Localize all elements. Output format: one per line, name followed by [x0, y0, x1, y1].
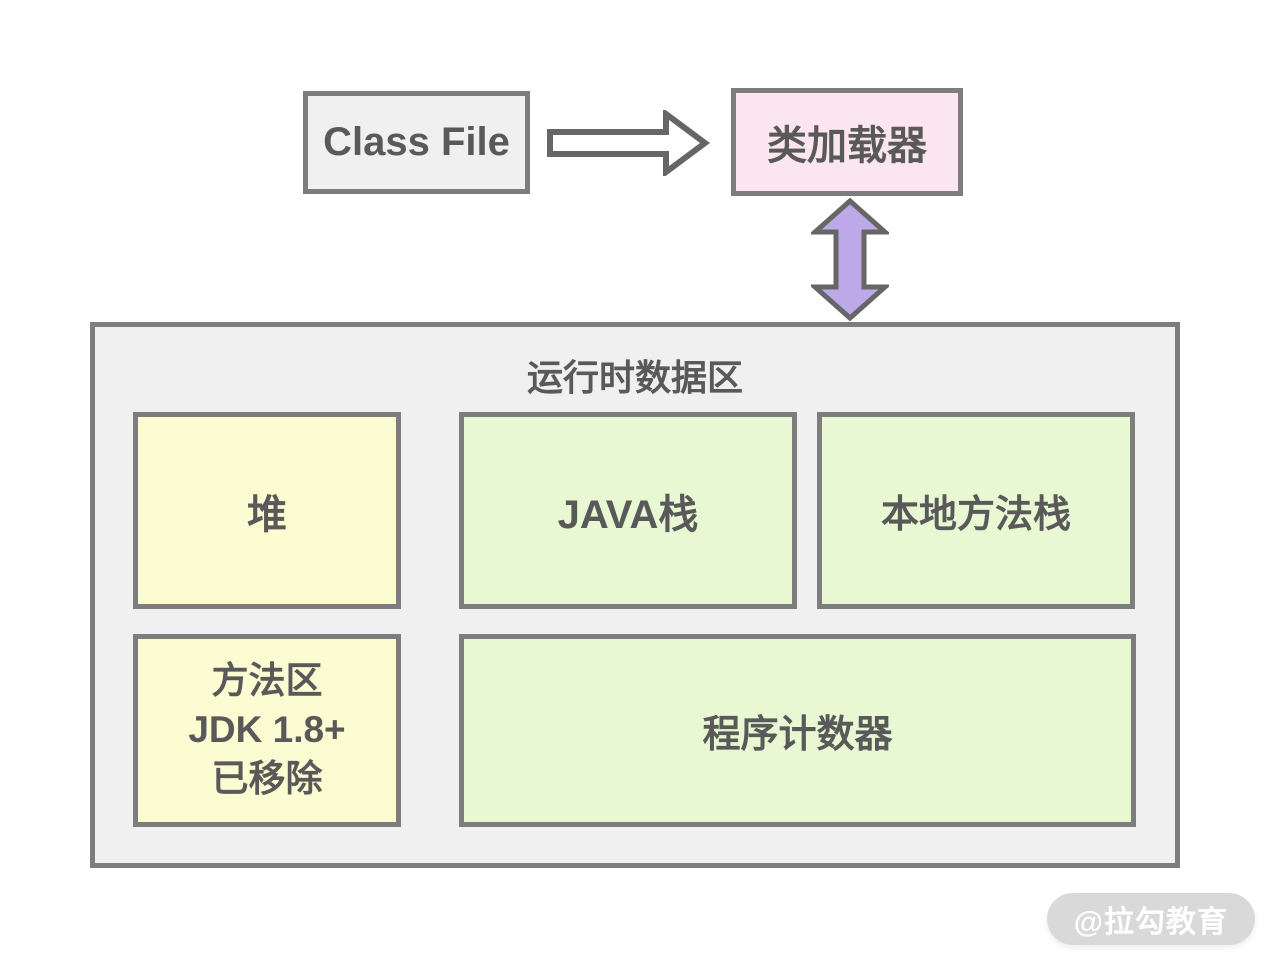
class-loader-box: 类加载器: [731, 88, 963, 196]
program-counter-label: 程序计数器: [702, 714, 893, 756]
method-area-line-3: 已移除: [211, 757, 323, 799]
method-area-line-2: JDK 1.8+: [188, 709, 346, 751]
watermark-label: @拉勾教育: [1073, 906, 1228, 939]
runtime-data-area-title: 运行时数据区: [526, 357, 743, 398]
class-file-box: Class File: [303, 91, 530, 194]
method-area-box: 方法区 JDK 1.8+ 已移除: [133, 634, 401, 827]
right-arrow-icon: [546, 110, 710, 176]
native-method-stack-box: 本地方法栈: [817, 412, 1135, 609]
watermark-badge: @拉勾教育: [1046, 893, 1255, 945]
class-file-label: Class File: [323, 120, 510, 164]
method-area-line-1: 方法区: [211, 660, 323, 702]
java-stack-box: JAVA栈: [459, 412, 797, 609]
runtime-data-area-container: 运行时数据区 堆 JAVA栈 本地方法栈 方法区 JDK 1.8+ 已移除 程序…: [90, 322, 1180, 868]
java-stack-label: JAVA栈: [557, 492, 699, 537]
heap-box: 堆: [133, 412, 401, 609]
class-loader-label: 类加载器: [767, 124, 927, 168]
vertical-double-arrow-icon: [811, 197, 889, 322]
program-counter-box: 程序计数器: [459, 634, 1136, 827]
native-method-stack-label: 本地方法栈: [880, 494, 1071, 536]
heap-label: 堆: [247, 492, 287, 537]
